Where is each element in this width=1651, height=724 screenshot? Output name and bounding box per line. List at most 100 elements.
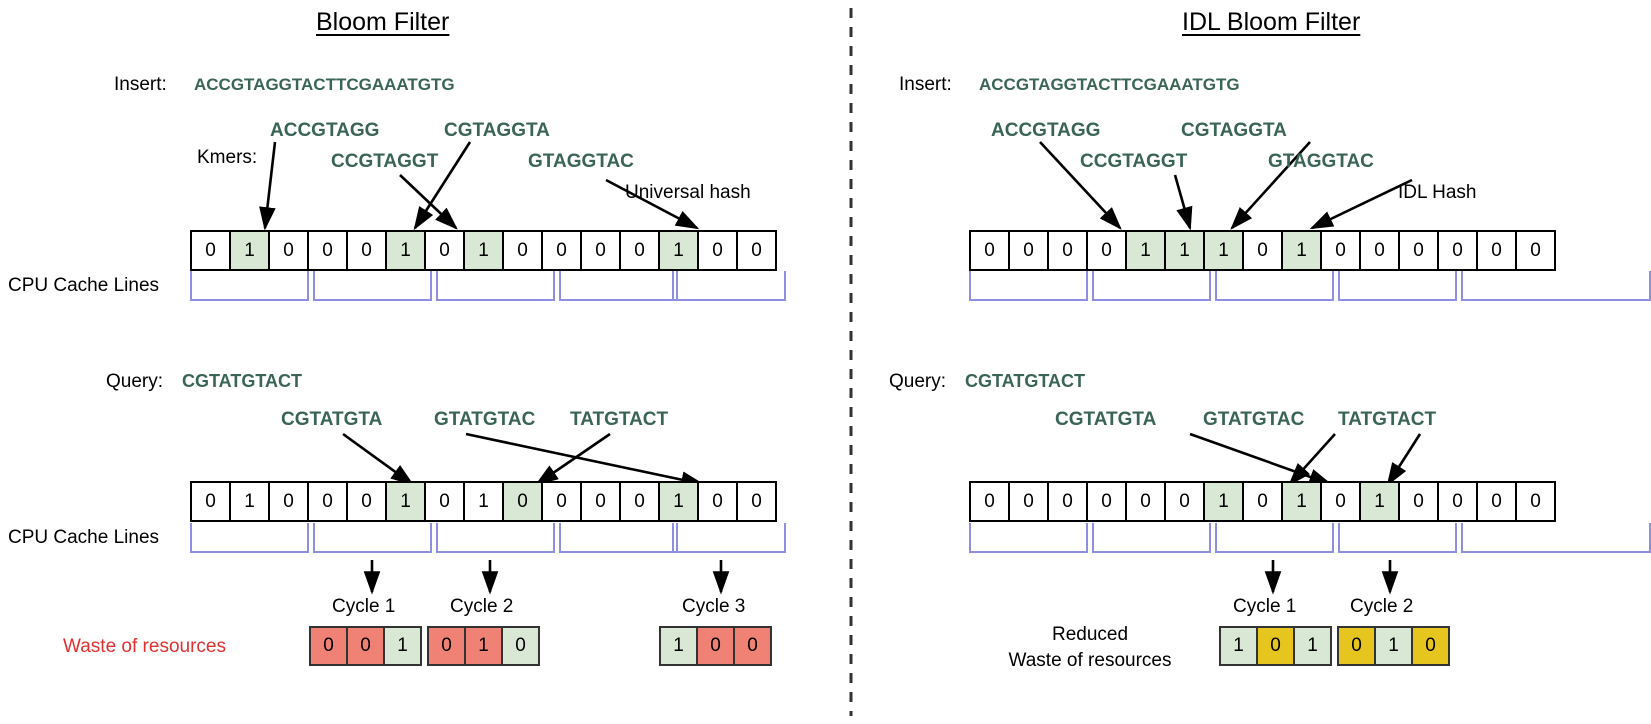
bit-cell[interactable]: 1 bbox=[1203, 230, 1244, 271]
bit-cell[interactable]: 0 bbox=[1008, 481, 1049, 522]
bit-cell[interactable]: 1 bbox=[658, 481, 699, 522]
bit-cell[interactable]: 0 bbox=[1320, 481, 1361, 522]
bit-cell[interactable]: 0 bbox=[1242, 481, 1283, 522]
left-panel-title: Bloom Filter bbox=[316, 8, 450, 36]
right-insert-kmer-1: CCGTAGGT bbox=[1080, 151, 1188, 172]
bit-cell[interactable]: 0 bbox=[424, 481, 465, 522]
left-cycle-block-1: 0 1 0 bbox=[427, 626, 540, 666]
cycle-bit: 1 bbox=[1293, 626, 1332, 666]
bit-cell[interactable]: 0 bbox=[346, 230, 387, 271]
left-cycle-label-0: Cycle 1 bbox=[332, 596, 396, 617]
bit-cell[interactable]: 0 bbox=[697, 481, 738, 522]
cycle-bit: 1 bbox=[659, 626, 698, 666]
arrow-left-query-3 bbox=[465, 432, 705, 488]
bit-cell[interactable]: 0 bbox=[1086, 230, 1127, 271]
cycle-bit: 0 bbox=[1411, 626, 1450, 666]
bit-cell[interactable]: 0 bbox=[424, 230, 465, 271]
right-insert-label: Insert: bbox=[899, 74, 952, 95]
left-insert-kmer-1: CCGTAGGT bbox=[331, 151, 439, 172]
bit-cell[interactable]: 0 bbox=[541, 481, 582, 522]
cache-line-bracket bbox=[1215, 271, 1334, 301]
bit-cell[interactable]: 1 bbox=[229, 230, 270, 271]
bit-cell[interactable]: 0 bbox=[1125, 481, 1166, 522]
bit-cell[interactable]: 0 bbox=[1320, 230, 1361, 271]
left-hash-label: Universal hash bbox=[625, 182, 751, 203]
bit-cell[interactable]: 1 bbox=[229, 481, 270, 522]
left-cache-lines-label-bottom: CPU Cache Lines bbox=[8, 527, 160, 548]
bit-cell[interactable]: 0 bbox=[1047, 481, 1088, 522]
bit-cell[interactable]: 0 bbox=[1164, 481, 1205, 522]
bit-cell[interactable]: 1 bbox=[463, 481, 504, 522]
bit-cell[interactable]: 0 bbox=[736, 481, 777, 522]
arrow-right-insert-2 bbox=[1173, 174, 1193, 231]
bit-cell[interactable]: 0 bbox=[619, 230, 660, 271]
right-insert-kmer-3: GTAGGTAC bbox=[1268, 151, 1374, 172]
arrow-left-insert-1 bbox=[259, 141, 277, 231]
bit-cell[interactable]: 1 bbox=[1281, 481, 1322, 522]
left-query-kmer-2: TATGTACT bbox=[570, 409, 669, 430]
bit-cell[interactable]: 1 bbox=[385, 230, 426, 271]
right-cycle-block-1: 0 1 0 bbox=[1337, 626, 1450, 666]
cycle-bit: 0 bbox=[696, 626, 735, 666]
bit-cell[interactable]: 1 bbox=[385, 481, 426, 522]
bit-cell[interactable]: 0 bbox=[969, 481, 1010, 522]
left-cycle-block-0: 0 0 1 bbox=[309, 626, 422, 666]
bit-cell[interactable]: 1 bbox=[658, 230, 699, 271]
right-cycle-label-0: Cycle 1 bbox=[1233, 596, 1297, 617]
bit-cell[interactable]: 0 bbox=[1398, 230, 1439, 271]
cache-line-bracket bbox=[313, 523, 432, 553]
bit-cell[interactable]: 0 bbox=[580, 230, 621, 271]
bit-cell[interactable]: 0 bbox=[190, 230, 231, 271]
bit-cell[interactable]: 0 bbox=[619, 481, 660, 522]
bit-cell[interactable]: 0 bbox=[502, 230, 543, 271]
cache-line-bracket bbox=[1092, 523, 1211, 553]
arrow-right-insert-4 bbox=[1309, 178, 1413, 230]
cache-line-bracket bbox=[436, 523, 555, 553]
bit-cell[interactable]: 0 bbox=[969, 230, 1010, 271]
bit-cell[interactable]: 0 bbox=[1242, 230, 1283, 271]
bit-cell[interactable]: 0 bbox=[1359, 230, 1400, 271]
bit-cell[interactable]: 0 bbox=[1476, 481, 1517, 522]
bit-cell[interactable]: 1 bbox=[1164, 230, 1205, 271]
cache-line-bracket bbox=[969, 271, 1088, 301]
bit-cell[interactable]: 1 bbox=[1125, 230, 1166, 271]
bit-cell[interactable]: 0 bbox=[502, 481, 543, 522]
bit-cell[interactable]: 0 bbox=[1008, 230, 1049, 271]
arrow-left-query-1 bbox=[342, 432, 415, 486]
bit-cell[interactable]: 0 bbox=[736, 230, 777, 271]
bit-cell[interactable]: 1 bbox=[463, 230, 504, 271]
right-query-kmer-0: CGTATGTA bbox=[1055, 409, 1157, 430]
bit-cell[interactable]: 0 bbox=[190, 481, 231, 522]
cycle-bit: 1 bbox=[383, 626, 422, 666]
arrow-right-query-1 bbox=[1189, 432, 1333, 486]
bit-cell[interactable]: 0 bbox=[268, 481, 309, 522]
cache-line-bracket bbox=[1461, 271, 1651, 301]
arrow-left-query-2 bbox=[534, 432, 611, 486]
bit-cell[interactable]: 0 bbox=[580, 481, 621, 522]
bit-cell[interactable]: 0 bbox=[1047, 230, 1088, 271]
left-insert-kmer-3: GTAGGTAC bbox=[528, 151, 634, 172]
left-query-kmer-0: CGTATGTA bbox=[281, 409, 383, 430]
bit-cell[interactable]: 0 bbox=[697, 230, 738, 271]
bit-cell[interactable]: 1 bbox=[1203, 481, 1244, 522]
bit-cell[interactable]: 0 bbox=[1515, 230, 1556, 271]
bit-cell[interactable]: 0 bbox=[307, 230, 348, 271]
bit-cell[interactable]: 0 bbox=[1515, 481, 1556, 522]
bit-cell[interactable]: 1 bbox=[1281, 230, 1322, 271]
bit-cell[interactable]: 1 bbox=[1359, 481, 1400, 522]
bit-cell[interactable]: 0 bbox=[268, 230, 309, 271]
bit-cell[interactable]: 0 bbox=[1476, 230, 1517, 271]
cycle-bit: 0 bbox=[427, 626, 466, 666]
cache-line-bracket bbox=[313, 271, 432, 301]
cache-line-bracket bbox=[969, 523, 1088, 553]
right-insert-kmer-2: CGTAGGTA bbox=[1181, 120, 1287, 141]
left-query-label: Query: bbox=[106, 371, 164, 392]
bit-cell[interactable]: 0 bbox=[1398, 481, 1439, 522]
bit-cell[interactable]: 0 bbox=[307, 481, 348, 522]
bit-cell[interactable]: 0 bbox=[541, 230, 582, 271]
bit-cell[interactable]: 0 bbox=[1437, 481, 1478, 522]
bit-cell[interactable]: 0 bbox=[1437, 230, 1478, 271]
cycle-bit: 0 bbox=[501, 626, 540, 666]
bit-cell[interactable]: 0 bbox=[346, 481, 387, 522]
bit-cell[interactable]: 0 bbox=[1086, 481, 1127, 522]
